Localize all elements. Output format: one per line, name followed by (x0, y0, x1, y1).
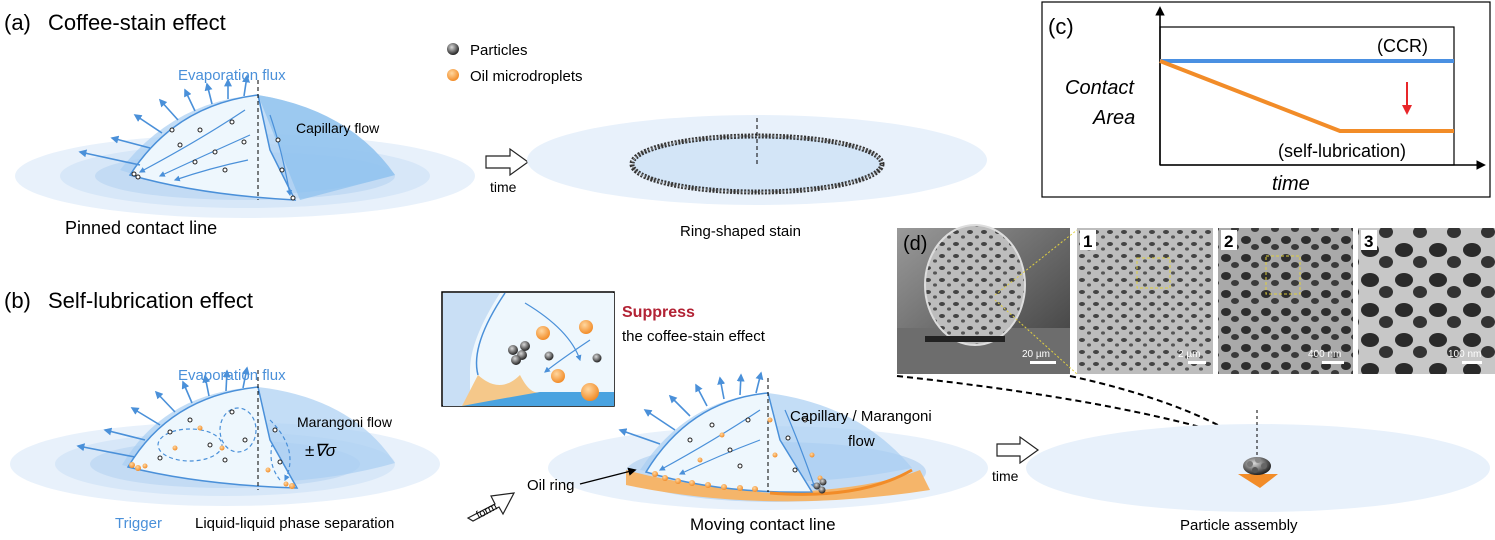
ring-stain (527, 115, 987, 205)
moving-contact-line-label: Moving contact line (690, 515, 836, 534)
marangoni-flow-label: Marangoni flow (297, 414, 393, 430)
legend-particles: Particles (470, 42, 528, 59)
particle-cluster-mid (813, 478, 827, 494)
evaporation-arrows-a (78, 74, 251, 166)
sem-image-2: 2 400 nm (1218, 228, 1353, 374)
capillary-flow-lines-a (138, 109, 293, 197)
xlabel-time: time (1272, 173, 1310, 195)
pinned-contact-line-label: Pinned contact line (65, 218, 217, 238)
panel-c: (c) (CCR) (self-lubrication) Contact Are… (1041, 1, 1491, 198)
scale-0: 20 µm (1022, 349, 1050, 360)
ccr-label: (CCR) (1377, 36, 1428, 56)
evaporation-arrows-b-left (76, 366, 250, 458)
ylabel-area: Area (1092, 107, 1135, 129)
form-arrow: form (466, 492, 516, 522)
oil-droplets-b-left (129, 425, 295, 489)
particle-legend-icon (447, 43, 459, 55)
grad-sigma-label: ±∇σ (305, 441, 337, 460)
sem-image-1-id: 1 (1083, 232, 1092, 251)
panel-a-label: (a) (4, 10, 31, 35)
particle-assembly (1026, 410, 1490, 512)
capillary-flow-label: Capillary flow (296, 120, 380, 136)
droplet-b-left (122, 370, 395, 490)
inset-suppress: Suppress (622, 304, 695, 321)
self-lubrication-line (1159, 59, 1454, 133)
panel-a-title: Coffee-stain effect (48, 10, 226, 35)
self-lubrication-label: (self-lubrication) (1278, 141, 1406, 161)
panel-b: (b) Self-lubrication effect (4, 288, 1490, 534)
panel-d-label: (d) (903, 233, 927, 255)
flow-lines-b-mid (658, 409, 817, 490)
inset-rest: the coffee-stain effect (622, 328, 766, 345)
sem-image-2-id: 2 (1224, 232, 1233, 251)
scale-1: 2 µm (1178, 349, 1200, 360)
panel-c-label: (c) (1048, 14, 1074, 39)
evaporation-flux-label-a: Evaporation flux (178, 67, 286, 84)
panel-b-label: (b) (4, 288, 31, 313)
particle-assembly-label: Particle assembly (1180, 517, 1298, 534)
particles-b-left (157, 409, 283, 465)
panel-b-title: Self-lubrication effect (48, 288, 253, 313)
inset-box (441, 291, 615, 407)
marangoni-loops (157, 407, 291, 482)
sem-image-overview: (d) 20 µm (897, 224, 1070, 374)
capillary-marangoni-label-1: Capillary / Marangoni (790, 408, 932, 425)
legend-oil: Oil microdroplets (470, 68, 583, 85)
oil-ring-label: Oil ring (527, 477, 575, 494)
trigger-label: Trigger (115, 515, 162, 532)
time-arrow-b: time (992, 435, 1040, 484)
scale-3: 100 nm (1448, 349, 1481, 360)
panel-a: (a) Coffee-stain effect (4, 10, 987, 240)
time-label-b: time (992, 468, 1019, 484)
evaporation-arrows-b-mid (618, 371, 764, 445)
sem-image-1: 1 2 µm (1077, 228, 1213, 374)
ring-stain-label: Ring-shaped stain (680, 223, 801, 240)
droplet-a (120, 80, 395, 201)
capillary-marangoni-label-2: flow (848, 433, 875, 450)
sem-image-3: 3 100 nm (1358, 228, 1495, 374)
scale-2: 400 nm (1308, 349, 1341, 360)
panel-d: (d) 20 µm 1 2 µm 2 400 nm 3 1 (896, 224, 1495, 441)
oil-legend-icon (447, 69, 459, 81)
particles-a (131, 119, 296, 201)
ylabel-contact: Contact (1065, 77, 1135, 99)
llps-label: Liquid-liquid phase separation (195, 515, 394, 532)
sem-image-3-id: 3 (1364, 232, 1373, 251)
particles-b-mid (687, 417, 808, 473)
legend: Particles Oil microdroplets (447, 42, 583, 85)
evaporation-flux-label-b: Evaporation flux (178, 367, 286, 384)
time-arrow-a: time (485, 147, 530, 195)
time-label-a: time (490, 179, 517, 195)
